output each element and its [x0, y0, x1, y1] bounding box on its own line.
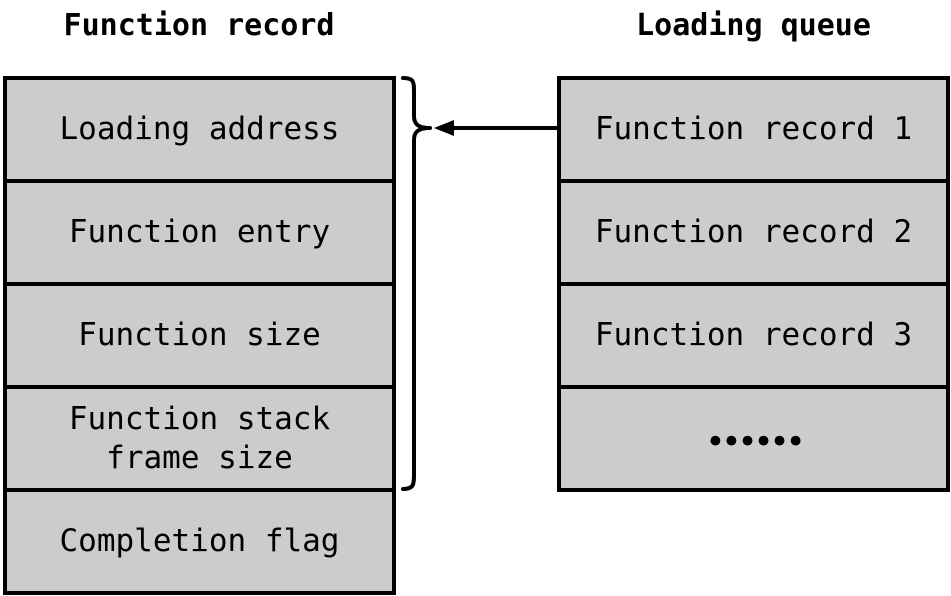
field-function-entry: Function entry [3, 179, 396, 286]
field-function-size: Function size [3, 282, 396, 389]
curly-brace [401, 76, 432, 491]
queue-item-ellipsis: •••••• [557, 385, 950, 492]
loading-queue: Function record 1 Function record 2 Func… [557, 76, 950, 492]
field-completion-flag: Completion flag [3, 488, 396, 595]
queue-item-function-record-2: Function record 2 [557, 179, 950, 286]
field-loading-address: Loading address [3, 76, 396, 183]
function-record-title: Function record [63, 8, 335, 43]
field-function-stack-frame-size: Function stack frame size [3, 385, 396, 492]
loading-queue-title: Loading queue [636, 8, 871, 43]
function-record-structure: Loading address Function entry Function … [3, 76, 396, 595]
queue-item-function-record-3: Function record 3 [557, 282, 950, 389]
queue-item-function-record-1: Function record 1 [557, 76, 950, 183]
arrow-head [434, 120, 454, 136]
